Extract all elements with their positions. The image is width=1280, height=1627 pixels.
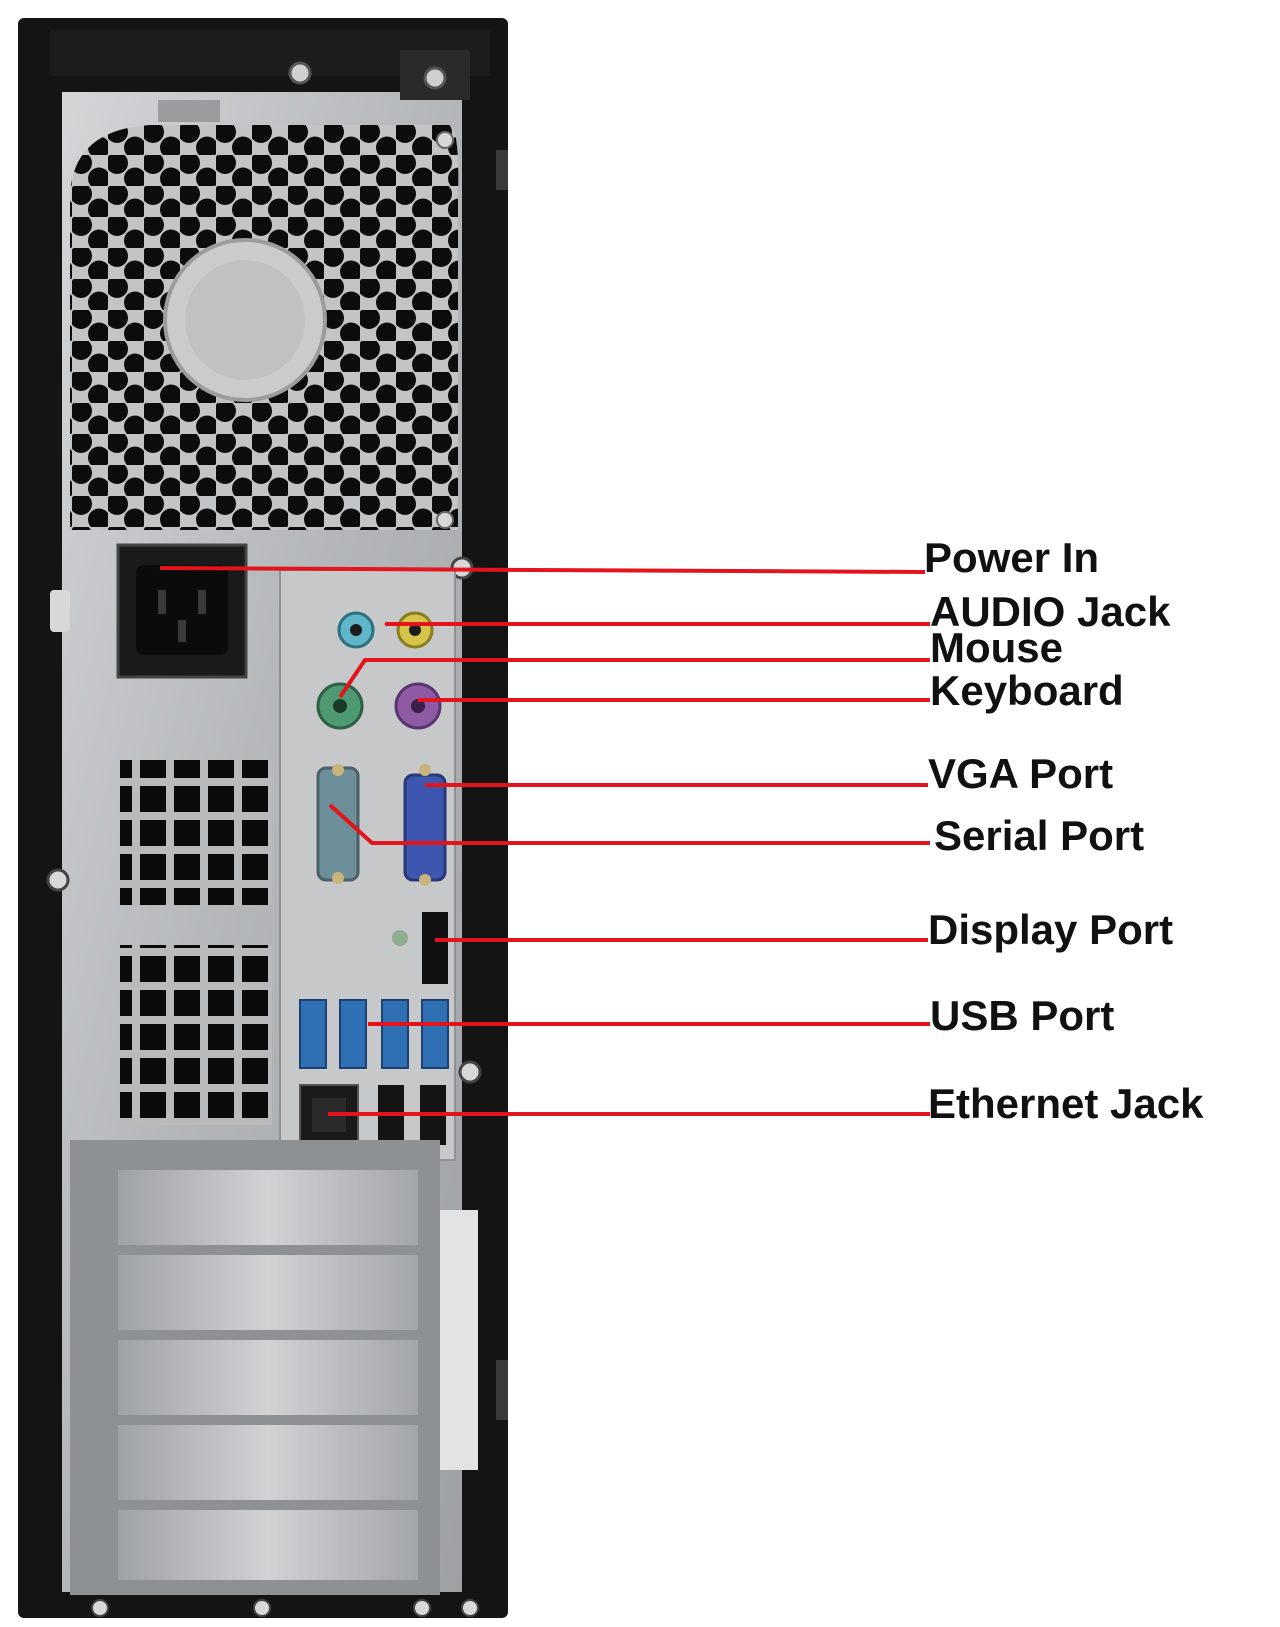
io-panel	[279, 569, 482, 1161]
displayport-shape	[392, 912, 448, 984]
ps2-ports	[316, 682, 442, 730]
serial-port-shape	[316, 764, 360, 884]
label-mouse: Mouse	[930, 624, 1063, 671]
leader-line-serial-port	[328, 803, 930, 845]
expansion-slots	[70, 1140, 479, 1617]
label-keyboard: Keyboard	[930, 667, 1124, 714]
label-power-in: Power In	[924, 534, 1099, 581]
vga-port-shape	[403, 764, 447, 886]
leader-line-power-in	[159, 566, 926, 574]
label-serial-port: Serial Port	[934, 812, 1144, 859]
fan-grille	[70, 125, 459, 530]
audio-jacks	[337, 611, 434, 649]
vent-grilles	[46, 760, 272, 1125]
label-ethernet-jack: Ethernet Jack	[928, 1080, 1204, 1127]
leader-lines	[159, 566, 930, 1116]
label-display-port: Display Port	[928, 906, 1173, 953]
leader-line-mouse	[338, 658, 930, 699]
label-usb-port: USB Port	[930, 992, 1114, 1039]
label-audio-jack: AUDIO Jack	[930, 588, 1171, 635]
usb-ports	[299, 999, 449, 1069]
port-labels: Power In AUDIO Jack Mouse Keyboard VGA P…	[924, 534, 1204, 1127]
label-vga-port: VGA Port	[928, 750, 1113, 797]
